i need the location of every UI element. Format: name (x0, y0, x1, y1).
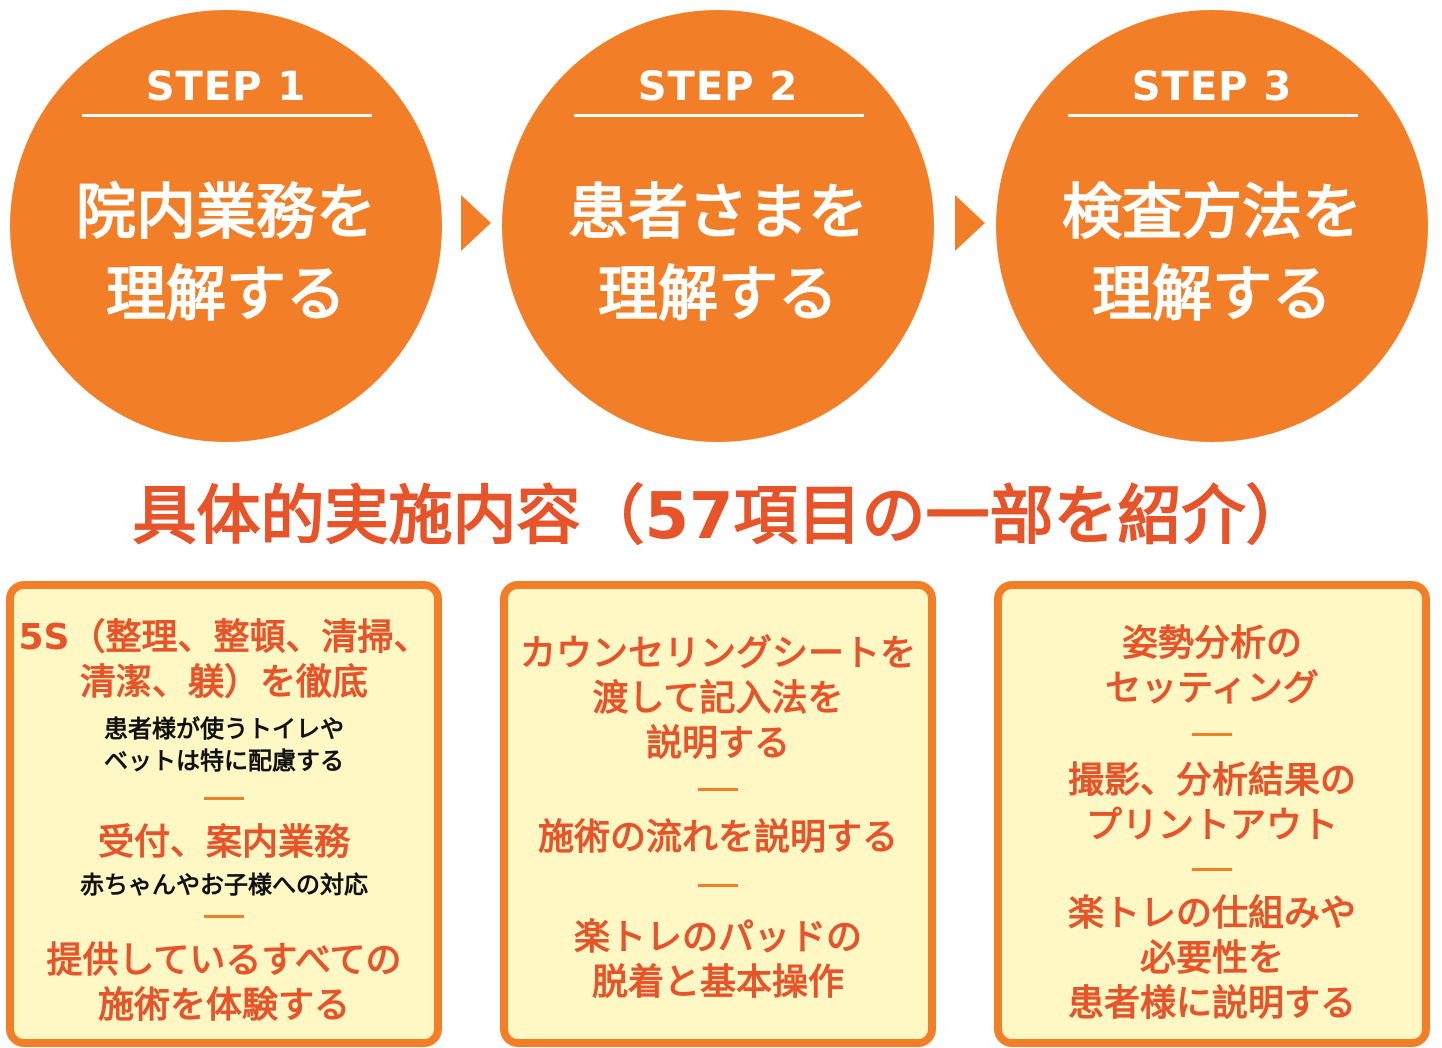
separator (698, 884, 738, 887)
arrow-right-icon (461, 195, 491, 251)
step-2-divider (574, 114, 864, 117)
item-title-line: 清潔、躾）を徹底 (79, 662, 368, 703)
list-item: 提供しているすべての 施術を体験する (14, 938, 434, 1028)
step-1-circle: STEP 1 院内業務を 理解する (10, 10, 442, 442)
detail-box-1: 5S（整理、整頓、清掃、 清潔、躾）を徹底 患者様が使うトイレや ベットは特に配… (6, 581, 442, 1047)
step-1-divider (82, 114, 372, 117)
item-title: 受付、案内業務 (98, 820, 350, 865)
item-title: 楽トレの仕組みや 必要性を 患者様に説明する (1068, 891, 1356, 1026)
step-2-circle: STEP 2 患者さまを 理解する (502, 10, 934, 442)
detail-box-2: カウンセリングシートを 渡して記入法を 説明する 施術の流れを説明する 楽トレの… (500, 581, 936, 1047)
step-3-title-line: 検査方法を (1062, 178, 1362, 248)
item-title-line: 施術を体験する (97, 985, 350, 1026)
item-title-line: 施術の流れを説明する (537, 817, 898, 858)
item-title-line: 姿勢分析の (1121, 623, 1302, 664)
item-note: 患者様が使うトイレや ベットは特に配慮する (104, 713, 344, 777)
step-3-title-line: 理解する (1092, 260, 1332, 330)
step-3-divider (1068, 114, 1358, 117)
step-1-title-line: 理解する (106, 260, 346, 330)
item-note-line: 赤ちゃんやお子様への対応 (80, 871, 368, 899)
item-title-line: プリントアウト (1085, 805, 1338, 846)
step-1-title-line: 院内業務を (76, 178, 376, 248)
list-item: 姿勢分析の セッティング (1002, 621, 1422, 711)
item-note-line: ベットは特に配慮する (104, 747, 344, 775)
item-note-line: 患者様が使うトイレや (104, 715, 344, 743)
step-3-circle: STEP 3 検査方法を 理解する (996, 10, 1428, 442)
step-2-title-line: 理解する (598, 260, 838, 330)
item-title-line: 必要性を (1139, 938, 1284, 979)
step-3-label: STEP 3 (1131, 64, 1293, 110)
separator (1192, 868, 1232, 871)
list-item: 5S（整理、整頓、清掃、 清潔、躾）を徹底 患者様が使うトイレや ベットは特に配… (14, 615, 434, 777)
list-item: 楽トレのパッドの 脱着と基本操作 (508, 915, 928, 1005)
item-title: 5S（整理、整頓、清掃、 清潔、躾）を徹底 (19, 615, 430, 705)
separator (204, 797, 244, 800)
list-item: 施術の流れを説明する (508, 815, 928, 860)
item-title: カウンセリングシートを 渡して記入法を 説明する (520, 631, 916, 766)
item-title-line: 受付、案内業務 (97, 822, 350, 863)
separator (698, 788, 738, 791)
separator (1192, 733, 1232, 736)
item-title-line: セッティング (1105, 668, 1319, 709)
step-1-label: STEP 1 (145, 64, 307, 110)
item-title: 施術の流れを説明する (538, 815, 898, 860)
separator (204, 915, 244, 918)
item-title-line: 楽トレのパッドの (573, 917, 862, 958)
detail-box-3: 姿勢分析の セッティング 撮影、分析結果の プリントアウト 楽トレの仕組みや 必… (994, 581, 1430, 1047)
list-item: 受付、案内業務 赤ちゃんやお子様への対応 (14, 820, 434, 901)
item-title-line: 渡して記入法を (592, 678, 844, 719)
item-title: 姿勢分析の セッティング (1105, 621, 1319, 711)
item-title: 提供しているすべての 施術を体験する (47, 938, 402, 1028)
step-1-title: 院内業務を 理解する (10, 172, 442, 336)
item-title-line: カウンセリングシートを (519, 633, 916, 674)
item-title-line: 楽トレの仕組みや (1067, 893, 1356, 934)
list-item: 楽トレの仕組みや 必要性を 患者様に説明する (1002, 891, 1422, 1026)
item-title-line: 提供しているすべての (46, 940, 402, 981)
item-title-line: 患者様に説明する (1067, 983, 1356, 1024)
item-title-line: 説明する (645, 723, 790, 764)
item-title-line: 撮影、分析結果の (1067, 760, 1356, 801)
arrow-right-icon (955, 195, 985, 251)
step-3-title: 検査方法を 理解する (996, 172, 1428, 336)
step-2-title-line: 患者さまを (568, 178, 868, 248)
section-heading: 具体的実施内容（57項目の一部を紹介） (132, 480, 1310, 554)
step-2-title: 患者さまを 理解する (502, 172, 934, 336)
item-title: 撮影、分析結果の プリントアウト (1068, 758, 1356, 848)
item-title: 楽トレのパッドの 脱着と基本操作 (574, 915, 862, 1005)
item-note: 赤ちゃんやお子様への対応 (80, 869, 368, 901)
list-item: カウンセリングシートを 渡して記入法を 説明する (508, 631, 928, 766)
step-2-label: STEP 2 (637, 64, 799, 110)
list-item: 撮影、分析結果の プリントアウト (1002, 758, 1422, 848)
item-title-line: 脱着と基本操作 (591, 962, 844, 1003)
item-title-line: 5S（整理、整頓、清掃、 (18, 617, 430, 658)
